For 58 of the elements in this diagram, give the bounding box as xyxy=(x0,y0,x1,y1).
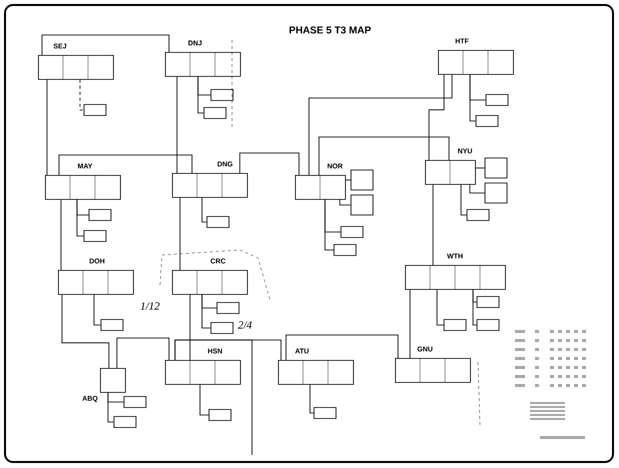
small-box xyxy=(444,319,466,331)
connector-line xyxy=(198,76,204,114)
small-box xyxy=(208,409,232,421)
connector-line xyxy=(62,294,110,368)
connector-line xyxy=(176,76,178,174)
small-box xyxy=(476,296,500,308)
connector-line xyxy=(436,289,444,326)
small-box xyxy=(340,226,364,238)
connector-line xyxy=(460,184,467,216)
diagram-title: PHASE 5 T3 MAP xyxy=(290,26,371,34)
small-box xyxy=(466,209,490,221)
connector-line xyxy=(308,74,452,176)
small-box xyxy=(210,89,234,101)
small-box xyxy=(484,182,508,204)
small-box xyxy=(206,216,230,228)
handwritten-note: 1/12 xyxy=(140,302,160,310)
small-box xyxy=(334,244,356,256)
small-box xyxy=(476,115,498,127)
connector-line xyxy=(80,79,84,110)
small-box xyxy=(88,209,112,221)
connector-line xyxy=(202,197,207,222)
connector-line xyxy=(108,392,114,422)
connector-line xyxy=(469,184,485,194)
small-box xyxy=(350,170,374,190)
small-box xyxy=(100,319,124,331)
connector-line xyxy=(339,199,351,206)
small-box xyxy=(210,322,234,334)
small-box xyxy=(484,158,508,178)
small-box xyxy=(486,94,508,106)
connector-line xyxy=(428,74,444,160)
small-box xyxy=(350,194,374,216)
small-box xyxy=(84,104,106,116)
small-box xyxy=(84,230,106,242)
connector-line xyxy=(60,199,62,270)
connector-line xyxy=(174,340,252,456)
connector-line xyxy=(318,136,450,176)
connector-line xyxy=(42,34,170,56)
connector-line xyxy=(116,338,170,368)
connector-line xyxy=(239,152,300,176)
small-box xyxy=(314,407,336,419)
small-box xyxy=(216,302,240,314)
connector-line xyxy=(286,334,398,360)
connector-line xyxy=(432,184,434,266)
small-box xyxy=(114,416,136,428)
connector-line xyxy=(58,154,192,176)
connector-line xyxy=(472,289,477,326)
connector-line xyxy=(200,384,209,416)
connector-line xyxy=(310,384,314,414)
small-box xyxy=(124,396,146,408)
small-box xyxy=(476,319,500,331)
connector-line xyxy=(76,199,84,236)
connector-line xyxy=(46,79,48,176)
connector-line xyxy=(202,294,211,328)
small-box xyxy=(204,107,226,119)
connector-line xyxy=(324,199,334,250)
handwritten-note: 2/4 xyxy=(238,321,252,329)
connector-line xyxy=(470,74,476,122)
connector-line xyxy=(94,294,101,326)
